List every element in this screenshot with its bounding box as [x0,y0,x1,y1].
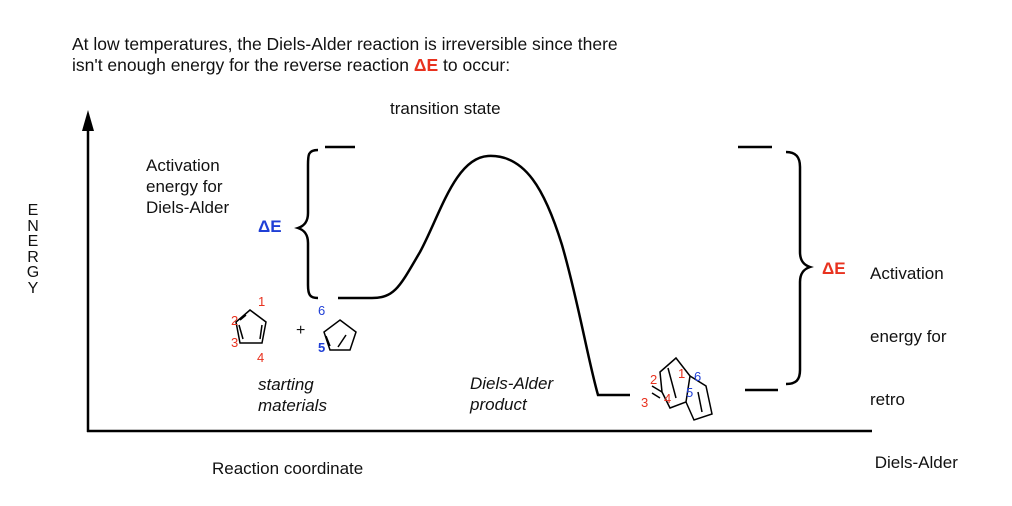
dienophile-atom-6: 6 [318,303,325,318]
delta-e-retro: ΔE [822,259,846,278]
diene-atom-2: 2 [231,313,238,328]
y-axis-arrowhead [82,110,94,131]
diene-atom-3: 3 [231,335,238,350]
activation-retro-label: Activation energy for retro Diels-Alder [870,264,958,472]
reaction-curve [338,154,630,397]
diene-molecule [235,309,267,344]
product-label: Diels-Alder product [470,374,554,414]
intro-line-2: isn't enough energy for the reverse reac… [72,55,511,75]
delta-e-highlight: ΔE [413,55,439,75]
starting-materials-label: starting materials [258,375,327,415]
retro-brace [785,150,814,386]
product-molecule [651,356,713,421]
product-atom-1: 1 [678,366,685,381]
x-axis-label: Reaction coordinate [212,459,364,478]
product-atom-3: 3 [641,395,648,410]
diene-atom-1: 1 [258,294,265,309]
plus-sign: + [296,322,306,339]
dienophile-atom-5: 5 [318,340,325,355]
dienophile-molecule [323,319,357,351]
delta-e-forward: ΔE [258,217,282,236]
transition-state-label: transition state [390,99,501,118]
diene-atom-4: 4 [257,350,264,365]
activation-forward-label: Activation energy for Diels-Alder [146,156,230,217]
intro-text: At low temperatures, the Diels-Alder rea… [72,34,618,76]
product-atom-5: 5 [686,385,693,400]
forward-brace [294,148,319,300]
product-atom-2: 2 [650,372,657,387]
product-atom-4: 4 [664,391,671,406]
axes [82,110,872,433]
y-axis-label: ENERGY [26,202,40,297]
intro-line-1: At low temperatures, the Diels-Alder rea… [72,34,618,54]
product-atom-6: 6 [694,369,701,384]
